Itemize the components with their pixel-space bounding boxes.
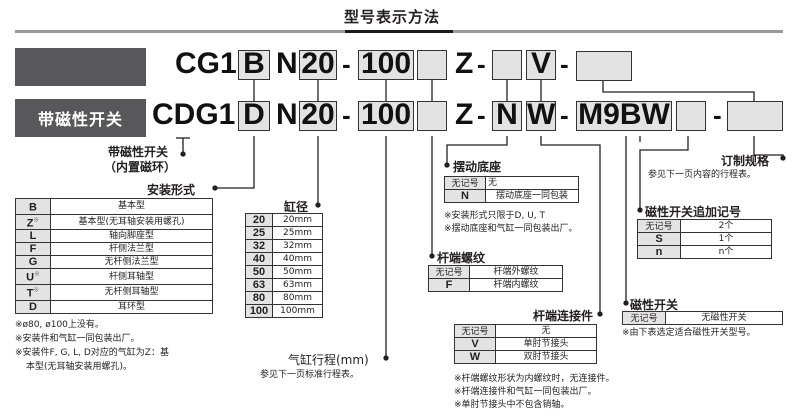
mounting-note: ※安装件F, G, L, D对应的气缸为Z：基 bbox=[15, 348, 169, 358]
mounting-note: 本型(无耳轴安装用螺孔)。 bbox=[26, 362, 133, 372]
row2-switch-qty bbox=[676, 101, 706, 131]
switch-title: 磁性开关 bbox=[630, 298, 679, 312]
mounting-note: ※安装件和气缸一同包装出厂。 bbox=[15, 334, 140, 344]
magnet-label: 带磁性开关 bbox=[108, 145, 169, 159]
mounting-title: 安装形式 bbox=[147, 183, 196, 197]
row2-dash: - bbox=[342, 100, 351, 130]
rod-end-note: ※单肘节接头中不包含销轴。 bbox=[454, 400, 570, 410]
row2-bore: 20 bbox=[299, 100, 337, 131]
row2-blank bbox=[417, 101, 447, 131]
switch-table: 无记号无磁性开关 bbox=[622, 311, 783, 325]
row2-dash: - bbox=[560, 100, 569, 130]
row2-rod-end: W bbox=[526, 98, 556, 131]
row1-prefix: CG1 bbox=[175, 47, 237, 80]
pivot-title: 摆动底座 bbox=[453, 160, 502, 174]
switch-note: ※由下表选定适合磁性开关型号。 bbox=[622, 328, 756, 338]
row2-mount-code: D bbox=[238, 100, 270, 131]
title-rule bbox=[15, 30, 383, 33]
table-row: 无记号无 bbox=[454, 324, 597, 338]
stroke-note: 参见下一页标准行程表。 bbox=[260, 370, 360, 380]
table-row: Z※基本型(无耳轴安装用螺孔) bbox=[15, 213, 213, 231]
title-rule-accent bbox=[345, 30, 453, 33]
table-row: T※无杆侧耳轴型 bbox=[15, 283, 213, 301]
row1-blank bbox=[417, 50, 447, 80]
magnet-sublabel: （内置磁环） bbox=[104, 160, 177, 174]
row1-z: Z bbox=[455, 47, 474, 80]
row2-pivot: N bbox=[492, 100, 522, 131]
row1-n: N bbox=[276, 47, 298, 80]
row1-stroke: 100 bbox=[358, 49, 414, 80]
table-row: 无记号无磁性开关 bbox=[622, 311, 783, 325]
row2-stroke: 100 bbox=[358, 100, 414, 131]
row2-dash: - bbox=[713, 100, 722, 130]
row1-dash: - bbox=[477, 49, 486, 79]
row2-switch: M9BW bbox=[576, 100, 672, 131]
row1-label-box bbox=[15, 48, 146, 86]
row2-z: Z bbox=[455, 98, 474, 131]
custom-title: 订制规格 bbox=[721, 154, 770, 168]
row1-pivot bbox=[492, 50, 522, 80]
row1-rod-end: V bbox=[526, 49, 556, 80]
row1-mount-code: B bbox=[238, 49, 270, 80]
rod-end-note: ※杆端螺纹形状为内螺纹时，无连接件。 bbox=[454, 374, 615, 384]
page-title: 型号表示方法 bbox=[344, 8, 441, 26]
pivot-note: ※摆动底座和气缸一同包装出厂。 bbox=[444, 224, 578, 234]
mounting-note: ※ø80, ø100上没有。 bbox=[15, 320, 104, 330]
pivot-note: ※安装形式只限于D, U, T bbox=[444, 211, 545, 221]
row2-dash: - bbox=[477, 100, 486, 130]
row2-n: N bbox=[276, 98, 298, 131]
title-rule bbox=[453, 30, 783, 33]
row1-dash: - bbox=[560, 49, 569, 79]
stroke-title: 气缸行程(mm) bbox=[288, 353, 369, 367]
rod-end-note: ※杆端连接件和气缸一同包装出厂。 bbox=[454, 387, 597, 397]
row1-bore: 20 bbox=[299, 49, 337, 80]
table-row: U※杆侧耳轴型 bbox=[15, 268, 213, 285]
table-row: 无记号杆端外螺纹 bbox=[428, 265, 563, 279]
rod-end-title: 杆端连接件 bbox=[533, 309, 594, 323]
row1-custom bbox=[576, 51, 632, 81]
row2-custom bbox=[727, 101, 783, 131]
table-row: 无记号无 bbox=[444, 176, 579, 190]
rod-thread-title: 杆端螺纹 bbox=[437, 251, 486, 265]
bore-title: 缸径 bbox=[284, 200, 309, 214]
row2-prefix: CDG1 bbox=[152, 98, 236, 131]
custom-note: 参见下一页内容的行程表。 bbox=[648, 170, 757, 180]
switch-qty-title: 磁性开关追加记号 bbox=[645, 205, 742, 219]
row1-dash: - bbox=[342, 49, 351, 79]
row2-label-box: 带磁性开关 bbox=[15, 99, 146, 137]
